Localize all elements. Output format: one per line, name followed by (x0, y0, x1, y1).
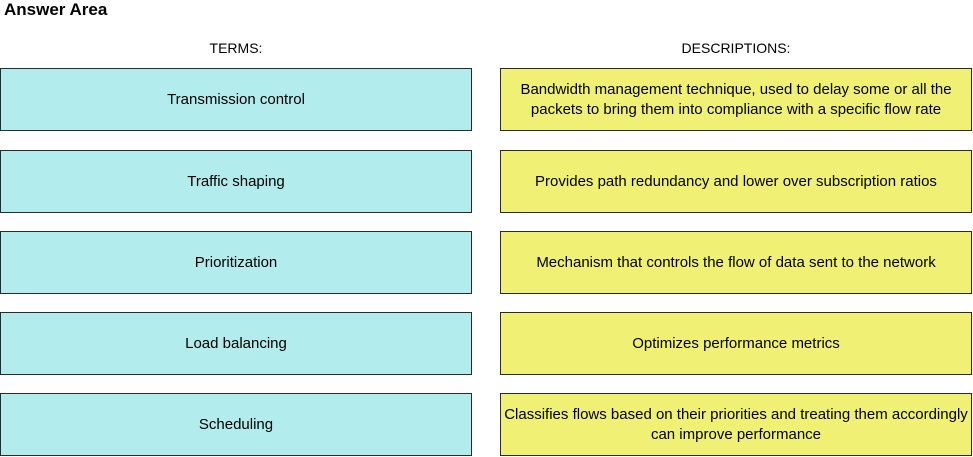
answer-area-title: Answer Area (4, 0, 108, 19)
term-label: Traffic shaping (187, 172, 285, 190)
description-path-redundancy[interactable]: Provides path redundancy and lower over … (500, 150, 972, 213)
description-optimizes-performance[interactable]: Optimizes performance metrics (500, 312, 972, 375)
term-scheduling[interactable]: Scheduling (0, 393, 472, 456)
term-traffic-shaping[interactable]: Traffic shaping (0, 150, 472, 213)
description-label: Classifies flows based on their prioriti… (504, 405, 968, 443)
description-label: Mechanism that controls the flow of data… (536, 253, 936, 271)
descriptions-header: DESCRIPTIONS: (681, 40, 791, 56)
term-label: Scheduling (198, 415, 274, 433)
term-transmission-control[interactable]: Transmission control (0, 68, 472, 131)
term-load-balancing[interactable]: Load balancing (0, 312, 472, 375)
description-label: Provides path redundancy and lower over … (535, 172, 937, 190)
description-flow-control[interactable]: Mechanism that controls the flow of data… (500, 231, 972, 294)
description-classifies-flows[interactable]: Classifies flows based on their prioriti… (500, 393, 972, 456)
terms-header: TERMS: (209, 40, 263, 56)
term-label: Prioritization (194, 253, 278, 271)
description-bandwidth-management[interactable]: Bandwidth management technique, used to … (500, 68, 972, 131)
term-prioritization[interactable]: Prioritization (0, 231, 472, 294)
term-label: Transmission control (167, 90, 305, 108)
term-label: Load balancing (185, 334, 287, 352)
description-label: Bandwidth management technique, used to … (520, 80, 952, 118)
description-label: Optimizes performance metrics (632, 334, 840, 352)
